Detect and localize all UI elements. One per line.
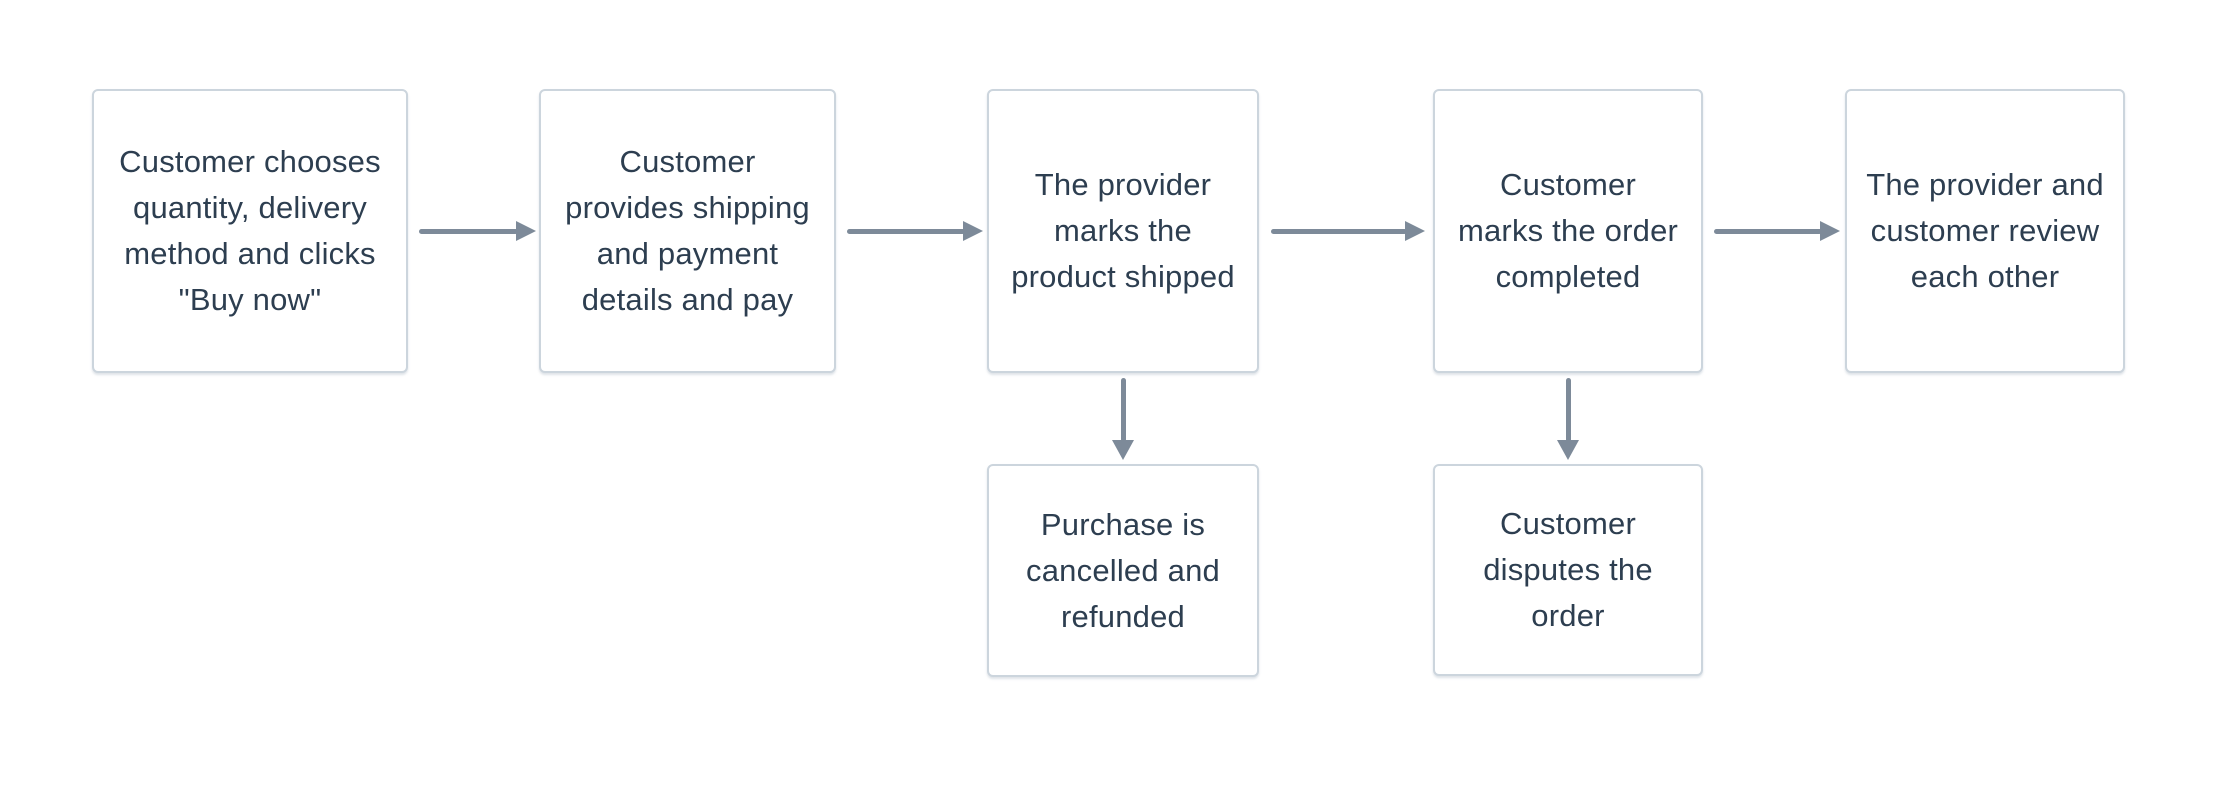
arrow-head bbox=[1557, 440, 1579, 460]
arrow-right-icon bbox=[1714, 219, 1840, 243]
arrow-shaft bbox=[419, 228, 518, 234]
flow-node-customer-disputes: Customer disputes the order bbox=[1433, 464, 1703, 676]
flow-node-label: Customer chooses quantity, delivery meth… bbox=[119, 144, 381, 317]
arrow-right-icon bbox=[419, 219, 536, 243]
arrow-shaft bbox=[847, 228, 965, 234]
arrow-down-icon bbox=[1556, 378, 1580, 460]
flow-node-customer-marks-completed: Customer marks the order completed bbox=[1433, 89, 1703, 373]
arrow-head bbox=[1112, 440, 1134, 460]
arrow-shaft bbox=[1714, 228, 1822, 234]
arrow-head bbox=[516, 221, 536, 241]
flow-node-label: The provider marks the product shipped bbox=[1011, 167, 1235, 294]
arrow-shaft bbox=[1271, 228, 1407, 234]
arrow-head bbox=[1820, 221, 1840, 241]
arrow-shaft bbox=[1120, 378, 1126, 442]
flow-node-label: Customer marks the order completed bbox=[1457, 167, 1679, 294]
flow-node-purchase-cancelled: Purchase is cancelled and refunded bbox=[987, 464, 1259, 677]
flow-node-provider-marks-shipped: The provider marks the product shipped bbox=[987, 89, 1259, 373]
arrow-down-icon bbox=[1111, 378, 1135, 460]
arrow-right-icon bbox=[1271, 219, 1425, 243]
arrow-right-icon bbox=[847, 219, 983, 243]
flow-node-customer-pays: Customer provides shipping and payment d… bbox=[539, 89, 836, 373]
arrow-head bbox=[1405, 221, 1425, 241]
flow-node-label: The provider and customer review each ot… bbox=[1866, 167, 2104, 294]
flow-node-label: Purchase is cancelled and refunded bbox=[1026, 506, 1220, 634]
flow-node-review-each-other: The provider and customer review each ot… bbox=[1845, 89, 2125, 373]
flow-node-customer-chooses: Customer chooses quantity, delivery meth… bbox=[92, 89, 408, 373]
arrow-head bbox=[963, 221, 983, 241]
arrow-shaft bbox=[1565, 378, 1571, 442]
flow-node-label: Customer disputes the order bbox=[1483, 506, 1653, 633]
flow-node-label: Customer provides shipping and payment d… bbox=[565, 144, 810, 317]
